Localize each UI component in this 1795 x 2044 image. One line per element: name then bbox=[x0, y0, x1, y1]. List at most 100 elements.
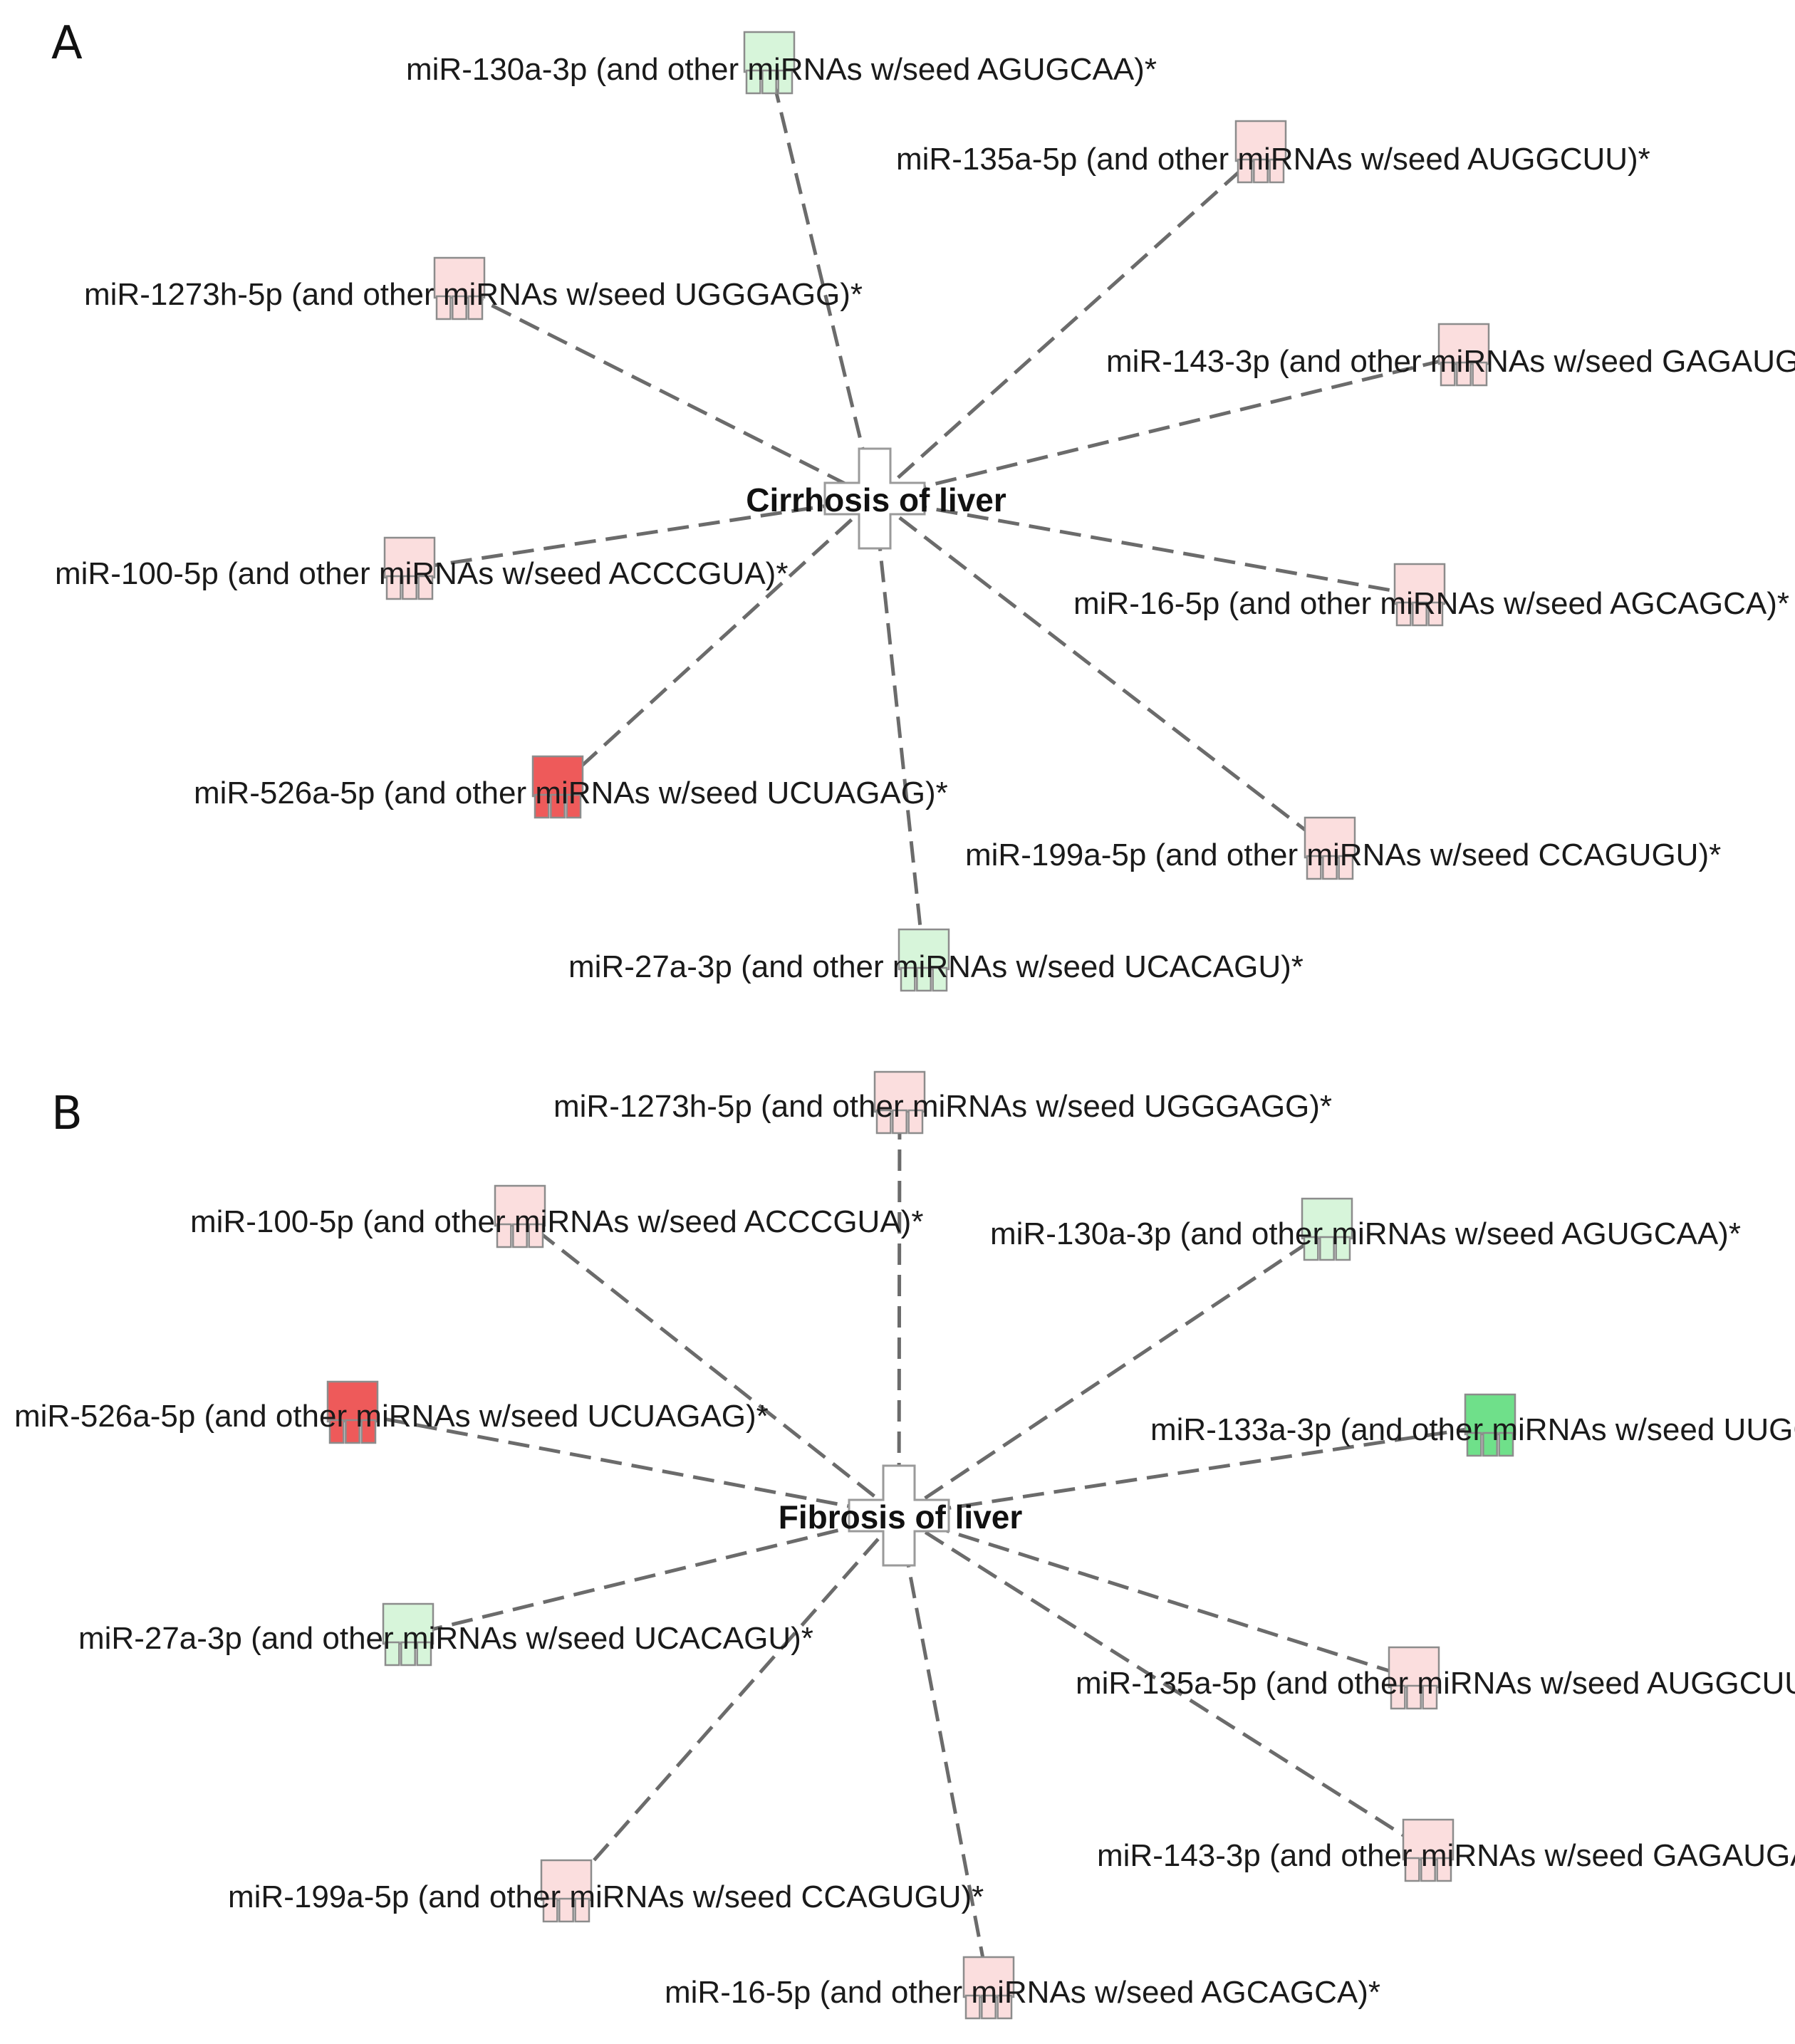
mirna-icon bbox=[898, 928, 950, 992]
cross-shape-icon bbox=[823, 447, 926, 550]
mirna-icon bbox=[1437, 323, 1490, 387]
mirna-label: miR-16-5p (and other miRNAs w/seed AGCAG… bbox=[665, 1975, 1380, 2010]
panel-a-letter: A bbox=[51, 17, 83, 70]
mirna-icon bbox=[743, 31, 796, 95]
mirna-node: miR-16-5p (and other miRNAs w/seed AGCAG… bbox=[665, 1956, 1380, 2020]
mirna-icon-tooth bbox=[892, 1109, 907, 1135]
mirna-label: miR-16-5p (and other miRNAs w/seed AGCAG… bbox=[1073, 586, 1789, 621]
edge-line bbox=[898, 1513, 1430, 1853]
mirna-icon-tooth bbox=[558, 1897, 574, 1923]
mirna-icon-body bbox=[1464, 1393, 1516, 1436]
mirna-icon-tooth bbox=[435, 295, 452, 320]
mirna-icon-body bbox=[1234, 120, 1287, 162]
mirna-icon-tooth bbox=[1319, 1236, 1335, 1261]
mirna-icon-tooth bbox=[400, 1641, 416, 1667]
mirna-icon bbox=[1464, 1393, 1516, 1457]
mirna-label: miR-100-5p (and other miRNAs w/seed ACCC… bbox=[55, 556, 788, 591]
edge-line bbox=[565, 1514, 900, 1893]
mirna-icon-tooth bbox=[932, 966, 948, 992]
panel-b-nodes: miR-1273h-5p (and other miRNAs w/seed UG… bbox=[14, 1070, 1795, 2020]
mirna-node: miR-133a-3p (and other miRNAs w/seed UUG… bbox=[1150, 1393, 1795, 1457]
mirna-label: miR-199a-5p (and other miRNAs w/seed CCA… bbox=[965, 838, 1721, 872]
mirna-icon-body bbox=[382, 1602, 435, 1645]
mirna-icon-tooth bbox=[875, 1109, 892, 1135]
mirna-icon-tooth bbox=[467, 295, 484, 320]
mirna-icon-tooth bbox=[1440, 361, 1456, 387]
mirna-icon-tooth bbox=[900, 966, 916, 992]
edge-line bbox=[897, 1515, 991, 1989]
mirna-icon-body bbox=[962, 1956, 1015, 1998]
mirna-icon-tooth bbox=[1456, 361, 1472, 387]
panel-b: B miR-1273h-5p (and other miRNAs w/seed … bbox=[14, 1070, 1795, 2020]
mirna-node: miR-526a-5p (and other miRNAs w/seed UCU… bbox=[194, 755, 948, 819]
mirna-icon-tooth bbox=[1390, 1684, 1406, 1710]
mirna-icon bbox=[1402, 1818, 1455, 1882]
mirna-icon-body bbox=[743, 31, 796, 73]
mirna-node: miR-199a-5p (and other miRNAs w/seed CCA… bbox=[965, 816, 1721, 880]
mirna-label: miR-133a-3p (and other miRNAs w/seed UUG… bbox=[1150, 1412, 1795, 1447]
mirna-icon bbox=[962, 1956, 1015, 2020]
mirna-icon-tooth bbox=[907, 1109, 924, 1135]
mirna-icon-tooth bbox=[566, 793, 582, 819]
mirna-icon bbox=[1388, 1646, 1440, 1710]
mirna-icon-tooth bbox=[328, 1419, 345, 1444]
mirna-label: miR-130a-3p (and other miRNAs w/seed AGU… bbox=[406, 52, 1157, 87]
mirna-label: miR-130a-3p (and other miRNAs w/seed AGU… bbox=[990, 1216, 1741, 1251]
cross-shape-icon bbox=[848, 1464, 950, 1567]
mirna-icon-tooth bbox=[1498, 1432, 1514, 1457]
mirna-icon-tooth bbox=[402, 575, 417, 600]
mirna-icon bbox=[873, 1070, 926, 1135]
mirna-icon-tooth bbox=[1404, 1857, 1420, 1882]
mirna-label: miR-143-3p (and other miRNAs w/seed GAGA… bbox=[1106, 344, 1795, 379]
mirna-node: miR-130a-3p (and other miRNAs w/seed AGU… bbox=[406, 31, 1157, 95]
mirna-node: miR-130a-3p (and other miRNAs w/seed AGU… bbox=[990, 1197, 1741, 1261]
mirna-label: miR-135a-5p (and other miRNAs w/seed AUG… bbox=[1076, 1666, 1795, 1701]
mirna-node: miR-526a-5p (and other miRNAs w/seed UCU… bbox=[14, 1380, 769, 1444]
edge-line bbox=[458, 287, 876, 501]
mirna-icon bbox=[540, 1859, 593, 1923]
mirna-icon-tooth bbox=[1335, 1236, 1351, 1261]
mirna-icon-tooth bbox=[1466, 1432, 1482, 1457]
mirna-icon bbox=[1393, 563, 1446, 627]
mirna-label: miR-526a-5p (and other miRNAs w/seed UCU… bbox=[14, 1399, 769, 1434]
mirna-icon-tooth bbox=[416, 1641, 432, 1667]
mirna-icon bbox=[433, 256, 486, 320]
mirna-icon bbox=[494, 1184, 546, 1248]
edge-line bbox=[897, 1102, 902, 1516]
mirna-icon-tooth bbox=[574, 1897, 590, 1923]
mirna-node: miR-143-3p (and other miRNAs w/seed GAGA… bbox=[1097, 1818, 1795, 1882]
edge-line bbox=[898, 1424, 1491, 1518]
edge-line bbox=[767, 63, 877, 499]
mirna-icon-tooth bbox=[1395, 601, 1412, 627]
edge-line bbox=[409, 496, 875, 571]
mirna-node: miR-1273h-5p (and other miRNAs w/seed UG… bbox=[553, 1070, 1332, 1135]
panel-a: A miR-130a-3p (and other miRNAs w/seed A… bbox=[51, 17, 1795, 992]
mirna-icon-tooth bbox=[1422, 1684, 1438, 1710]
panel-a-hub: Cirrhosis of liver bbox=[746, 447, 1006, 550]
mirna-icon-tooth bbox=[1237, 158, 1253, 184]
mirna-icon-tooth bbox=[1338, 855, 1354, 880]
mirna-icon-tooth bbox=[1253, 158, 1269, 184]
hub-label: Cirrhosis of liver bbox=[746, 481, 1006, 518]
mirna-icon-tooth bbox=[1322, 855, 1338, 880]
mirna-icon-body bbox=[1393, 563, 1446, 605]
edge-line bbox=[556, 497, 876, 789]
mirna-icon-tooth bbox=[385, 575, 402, 600]
mirna-node: miR-27a-3p (and other miRNAs w/seed UCAC… bbox=[78, 1602, 813, 1667]
mirna-icon-tooth bbox=[360, 1419, 377, 1444]
mirna-node: miR-135a-5p (and other miRNAs w/seed AUG… bbox=[1076, 1646, 1795, 1710]
mirna-icon bbox=[326, 1380, 379, 1444]
mirna-icon-body bbox=[1304, 816, 1356, 859]
mirna-label: miR-135a-5p (and other miRNAs w/seed AUG… bbox=[896, 142, 1650, 177]
mirna-icon-body bbox=[383, 536, 436, 579]
edge-line bbox=[519, 1216, 900, 1517]
mirna-icon-tooth bbox=[1427, 601, 1444, 627]
mirna-icon-tooth bbox=[550, 793, 566, 819]
mirna-node: miR-199a-5p (and other miRNAs w/seed CCA… bbox=[228, 1859, 984, 1923]
mirna-icon bbox=[1304, 816, 1356, 880]
mirna-label: miR-100-5p (and other miRNAs w/seed ACCC… bbox=[190, 1204, 923, 1239]
mirna-icon bbox=[1301, 1197, 1353, 1261]
mirna-node: miR-27a-3p (and other miRNAs w/seed UCAC… bbox=[568, 928, 1304, 992]
mirna-icon-tooth bbox=[761, 69, 777, 95]
